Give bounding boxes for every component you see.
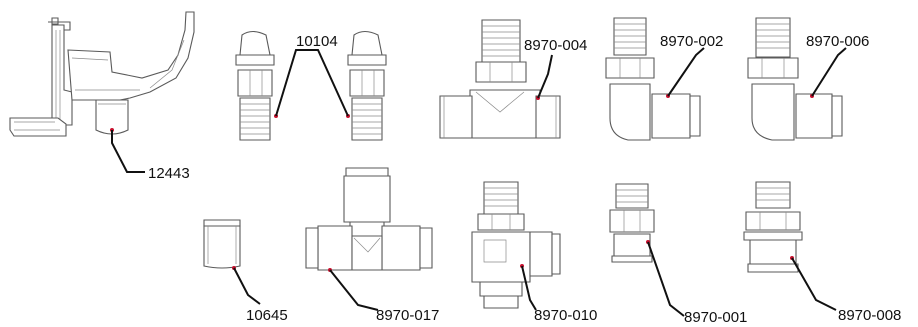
part-label-8970-008: 8970-008 <box>838 307 901 324</box>
part-8970-017-drawing <box>305 167 433 311</box>
part-10645-drawing <box>203 219 261 305</box>
part-12443-drawing <box>9 11 195 173</box>
part-label-10645: 10645 <box>246 307 288 324</box>
part-label-10104: 10104 <box>296 33 338 50</box>
part-10104-right-drawing <box>346 30 387 141</box>
part-8970-002-drawing <box>605 17 705 141</box>
part-8970-006-drawing <box>747 17 847 141</box>
part-label-8970-001: 8970-001 <box>684 309 747 326</box>
part-label-8970-002: 8970-002 <box>660 33 723 50</box>
part-8970-001-drawing <box>609 183 685 317</box>
leader-10104 <box>275 49 349 117</box>
part-label-8970-006: 8970-006 <box>806 33 869 50</box>
part-label-8970-004: 8970-004 <box>524 37 587 54</box>
part-8970-008-drawing <box>743 181 837 311</box>
part-8970-010-drawing <box>471 181 561 311</box>
part-label-8970-010: 8970-010 <box>534 307 597 324</box>
part-8970-004-drawing <box>439 19 561 139</box>
part-label-8970-017: 8970-017 <box>376 307 439 324</box>
part-10104-left-drawing <box>235 30 278 141</box>
part-label-12443: 12443 <box>148 165 190 182</box>
